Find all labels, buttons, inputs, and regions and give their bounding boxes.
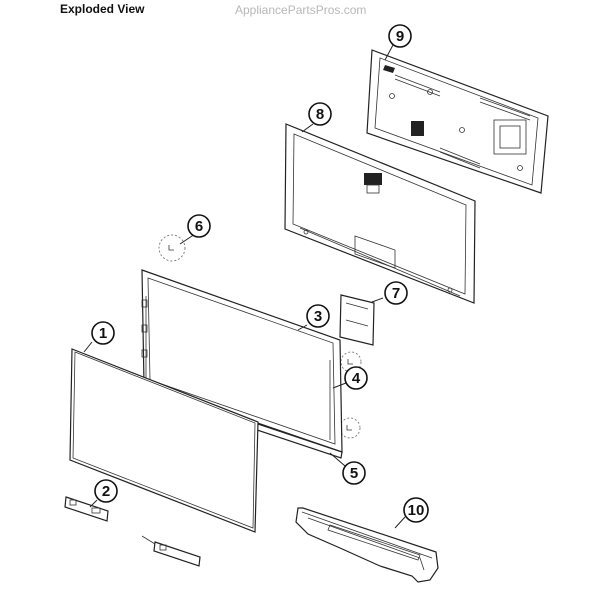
page-title: Exploded View (60, 2, 145, 16)
main-board (339, 294, 375, 346)
svg-text:9: 9 (396, 28, 404, 45)
svg-text:1: 1 (99, 325, 107, 342)
svg-text:4: 4 (352, 370, 361, 387)
svg-text:8: 8 (316, 106, 324, 123)
callout-6: 6 (187, 214, 211, 238)
front-panel (69, 348, 259, 533)
svg-text:2: 2 (102, 483, 110, 500)
svg-text:10: 10 (408, 502, 425, 519)
callout-2: 2 (94, 479, 118, 503)
callout-3: 3 (306, 304, 330, 328)
callout-10: 10 (403, 497, 429, 523)
callout-4: 4 (344, 366, 368, 390)
callout-7: 7 (384, 281, 408, 305)
stand (295, 507, 439, 583)
svg-text:5: 5 (350, 465, 358, 482)
rear-frame (284, 123, 476, 304)
svg-text:6: 6 (195, 218, 203, 235)
rear-cover (366, 49, 549, 194)
callout-5: 5 (342, 461, 366, 485)
watermark: AppliancePartsPros.com (235, 3, 367, 17)
led-frame (141, 269, 343, 453)
leader-lines (83, 44, 406, 529)
callout-9: 9 (388, 24, 412, 48)
callout-8: 8 (308, 102, 332, 126)
svg-text:7: 7 (392, 285, 400, 302)
callout-1: 1 (91, 321, 115, 345)
function-board (64, 496, 201, 567)
svg-text:3: 3 (314, 308, 322, 325)
